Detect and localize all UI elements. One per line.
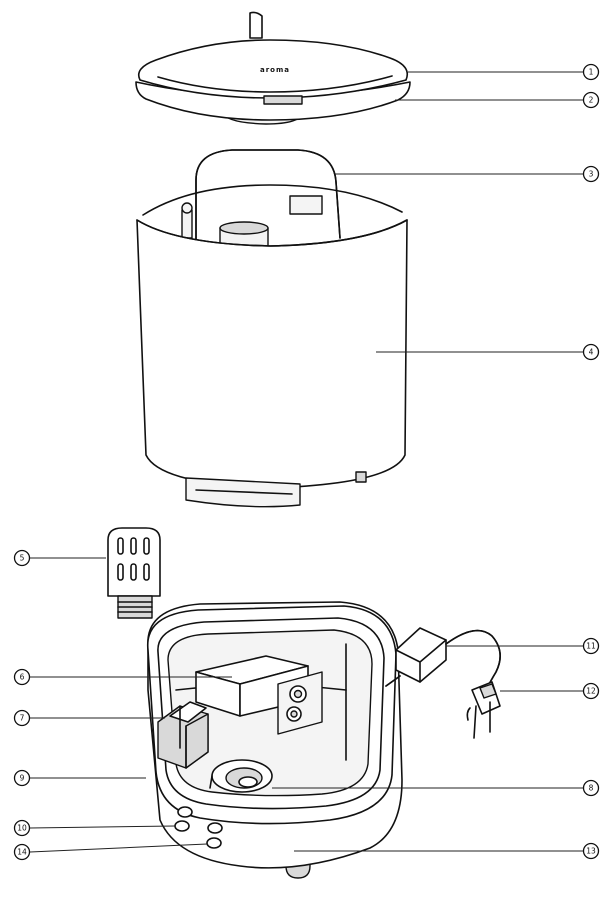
callout-10-label: 10	[17, 824, 27, 833]
callout-8: 8	[582, 779, 600, 797]
callout-2-label: 2	[589, 96, 594, 105]
callout-7-label: 7	[20, 714, 25, 723]
callout-3: 3	[582, 165, 600, 183]
callout-11-label: 11	[586, 642, 596, 651]
callout-12: 12	[582, 682, 600, 700]
callout-5: 5	[13, 549, 31, 567]
callout-5-label: 5	[20, 554, 25, 563]
callout-1: 1	[582, 63, 600, 81]
callout-3-label: 3	[589, 170, 594, 179]
water-tank	[136, 149, 408, 508]
callout-4-label: 4	[589, 348, 594, 357]
callout-14: 14	[13, 843, 31, 861]
callout-13-label: 13	[586, 847, 596, 856]
callout-1-label: 1	[589, 68, 594, 77]
callout-10: 10	[13, 819, 31, 837]
leader-lines	[29, 71, 583, 853]
callout-9-label: 9	[20, 774, 25, 783]
callout-13: 13	[582, 842, 600, 860]
callout-7: 7	[13, 709, 31, 727]
callout-8-label: 8	[589, 784, 594, 793]
filter-cartridge	[107, 527, 161, 619]
power-cord	[385, 627, 501, 739]
brand-logo: aroma	[260, 66, 290, 74]
callout-9: 9	[13, 769, 31, 787]
callout-14-label: 14	[17, 848, 27, 857]
callout-4: 4	[582, 343, 600, 361]
base-unit	[146, 601, 403, 879]
callout-2: 2	[582, 91, 600, 109]
callout-6: 6	[13, 668, 31, 686]
lid: aroma	[135, 11, 411, 125]
callout-11: 11	[582, 637, 600, 655]
callout-12-label: 12	[586, 687, 596, 696]
callout-6-label: 6	[20, 673, 25, 682]
callouts: 1 2 3 4 5 6 7 8 9 10 11 12 13 14	[13, 63, 600, 861]
